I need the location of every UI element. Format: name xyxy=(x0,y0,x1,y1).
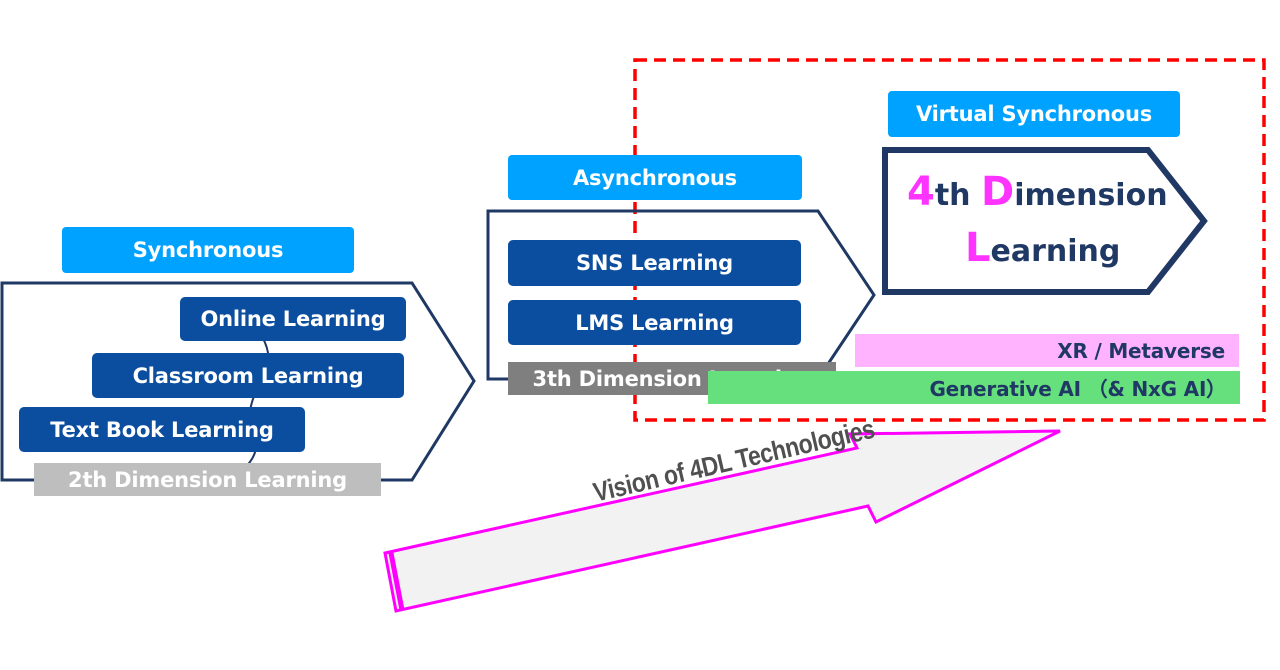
title-initial-4: 4 xyxy=(907,169,935,215)
title-initial-l: L xyxy=(965,225,991,271)
dimension4-chevron xyxy=(882,147,1208,295)
title-suffix-th: th xyxy=(934,178,981,213)
title-word-earning: earning xyxy=(990,234,1121,269)
textbook-learning-box: Text Book Learning xyxy=(19,407,305,452)
lms-learning-box: LMS Learning xyxy=(508,300,801,345)
dimension2-chevron xyxy=(0,281,476,482)
classroom-learning-box: Classroom Learning xyxy=(92,353,404,398)
virtual-synchronous-header: Virtual Synchronous xyxy=(888,91,1180,137)
online-learning-box: Online Learning xyxy=(180,297,406,341)
xr-metaverse-band: XR / Metaverse xyxy=(855,334,1239,367)
generative-ai-band: Generative AI （& NxG AI） xyxy=(708,371,1240,404)
title-initial-d: D xyxy=(981,169,1015,215)
dimension3-chevron xyxy=(486,209,876,381)
title-word-imension: imension xyxy=(1014,178,1168,213)
vision-arrow-tail-bar xyxy=(388,552,405,611)
asynchronous-header: Asynchronous xyxy=(508,155,802,200)
dimension2-label: 2th Dimension Learning xyxy=(34,463,381,496)
sns-learning-box: SNS Learning xyxy=(508,240,801,286)
synchronous-header: Synchronous xyxy=(62,227,354,273)
dimension2-inner-curve xyxy=(229,302,270,481)
fourth-dimension-title: 4th Dimension Learning xyxy=(895,158,1185,278)
vision-arrow xyxy=(383,429,1061,613)
